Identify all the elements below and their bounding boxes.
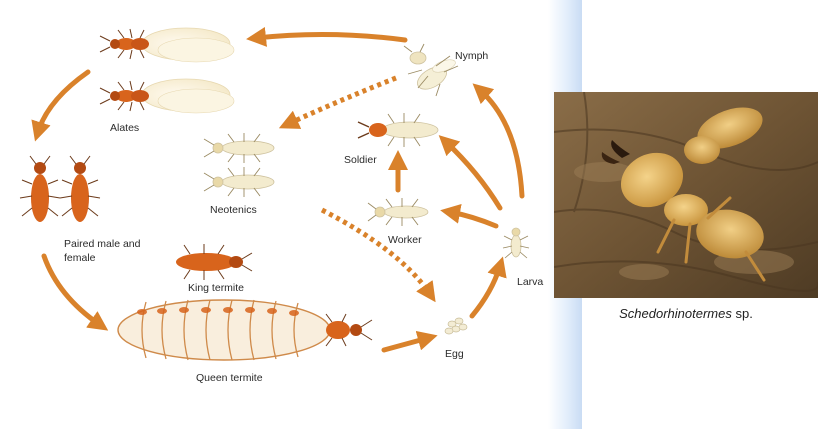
paired-male-illustration xyxy=(20,156,60,222)
neotenic-illustration-bottom xyxy=(204,167,274,197)
termite-photo xyxy=(554,92,818,298)
termite-life-cycle-diagram xyxy=(0,0,580,429)
label-queen-termite: Queen termite xyxy=(196,372,263,385)
label-larva: Larva xyxy=(517,276,543,289)
arrow-nymph-to-neotenics-dotted xyxy=(288,78,396,124)
arrow-larva-to-soldier xyxy=(446,142,500,208)
caption-genus: Schedorhinotermes xyxy=(619,306,732,321)
arrow-neotenics-to-egg-dotted xyxy=(322,210,430,294)
king-termite-illustration xyxy=(176,244,252,280)
arrow-paired-to-queen xyxy=(44,256,100,325)
label-nymph: Nymph xyxy=(455,50,488,63)
worker-illustration xyxy=(368,198,428,226)
label-worker: Worker xyxy=(388,234,422,247)
soldier-illustration xyxy=(358,113,438,147)
termite-photo-illustration xyxy=(554,92,818,298)
label-neotenics: Neotenics xyxy=(210,204,257,217)
alate-illustration-top xyxy=(100,28,234,62)
arrow-larva-to-worker xyxy=(450,212,496,226)
arrow-alates-to-paired xyxy=(38,72,88,132)
label-soldier: Soldier xyxy=(344,154,377,167)
arrow-egg-to-larva xyxy=(472,266,500,316)
larva-illustration xyxy=(503,228,529,258)
label-alates: Alates xyxy=(110,122,139,135)
caption-suffix: sp. xyxy=(732,306,753,321)
label-paired-line2: female xyxy=(64,252,96,265)
label-paired-line1: Paired male and xyxy=(64,238,140,251)
label-king-termite: King termite xyxy=(188,282,244,295)
egg-cluster-illustration xyxy=(445,318,467,334)
arrow-queen-to-egg xyxy=(384,338,428,350)
photo-caption: Schedorhinotermes sp. xyxy=(554,306,818,321)
label-egg: Egg xyxy=(445,348,464,361)
paired-female-illustration xyxy=(60,156,100,222)
nymph-illustration xyxy=(404,44,458,96)
alate-illustration-bottom xyxy=(100,79,234,113)
queen-termite-illustration xyxy=(118,300,372,360)
neotenic-illustration-top xyxy=(204,133,274,163)
arrow-larva-to-nymph xyxy=(480,90,522,196)
arrow-nymph-to-alates xyxy=(256,34,405,40)
